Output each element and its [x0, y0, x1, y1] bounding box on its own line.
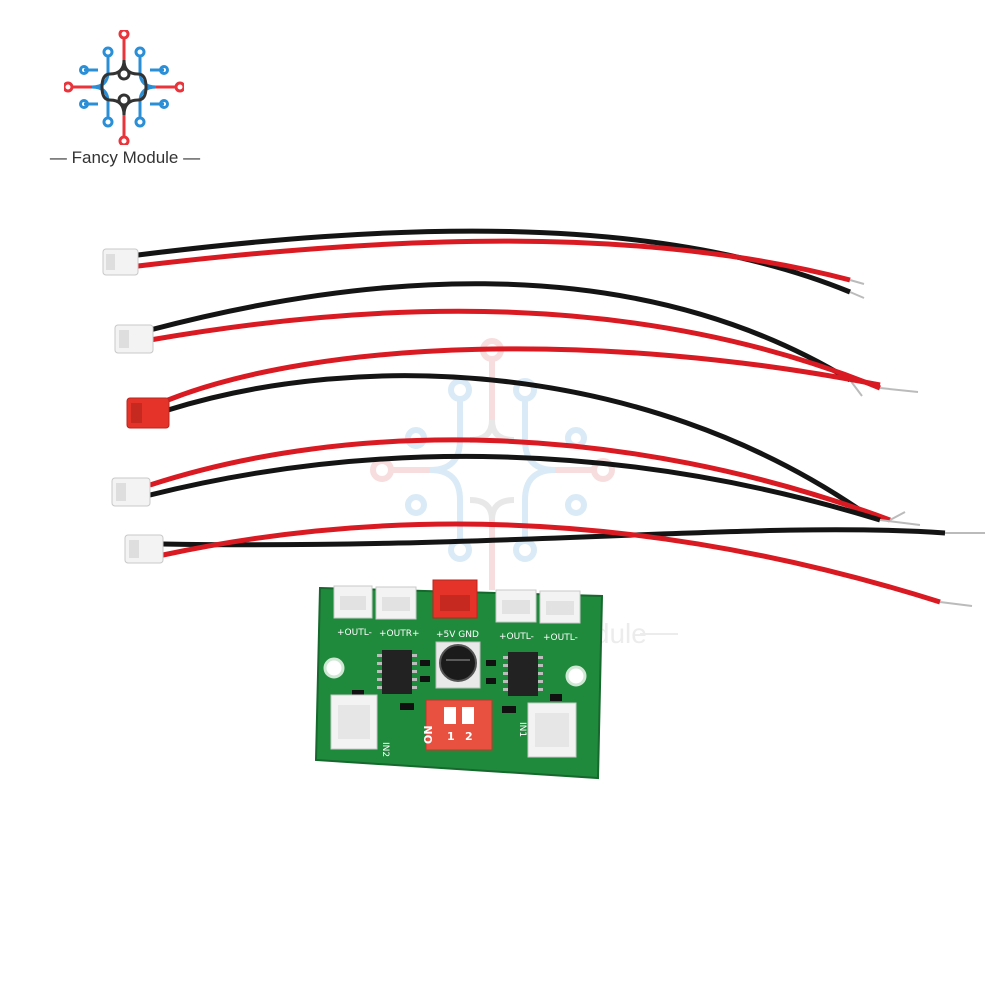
input-connector-1 — [527, 702, 577, 758]
dip-switch-position-1: 1 — [447, 730, 455, 743]
connector-label-5: +OUTL- — [543, 633, 578, 643]
dip-switch: ON 1 2 — [422, 699, 493, 751]
cable-2-connector — [114, 324, 154, 354]
dip-switch-position-2: 2 — [465, 730, 473, 743]
mounting-hole — [565, 665, 587, 687]
cable-2 — [114, 281, 919, 397]
cable-4-connector — [111, 477, 151, 507]
connector-label-4: +OUTL- — [499, 632, 534, 642]
output-connector-4 — [539, 590, 581, 624]
power-connector — [432, 579, 478, 619]
brand-logo-icon — [64, 30, 184, 145]
input-label-1: IN1 — [517, 722, 527, 737]
brand-name-text: Fancy Module — [71, 148, 179, 167]
connector-label-1: +OUTL- — [337, 628, 372, 638]
cable-4 — [111, 437, 921, 526]
input-label-2: IN2 — [380, 742, 390, 757]
connector-label-3: +5V GND — [436, 630, 479, 640]
smd-components — [352, 660, 562, 713]
cable-5 — [124, 521, 985, 607]
amplifier-chip-right — [503, 652, 543, 696]
output-connector-1 — [333, 585, 373, 619]
cable-3 — [126, 346, 881, 513]
amplifier-chip-left — [377, 650, 417, 694]
capacitor — [435, 641, 481, 689]
brand-name: — Fancy Module — — [49, 148, 201, 167]
cable-1-connector — [102, 248, 139, 276]
dip-switch-state: ON — [422, 725, 435, 744]
pcb-board: +OUTL- +OUTR+ +5V GND +OUTL- +OUTL- — [314, 579, 604, 780]
cable-1 — [102, 228, 865, 299]
mounting-hole — [323, 657, 345, 679]
cable-3-connector — [126, 397, 170, 429]
output-connector-2 — [375, 586, 417, 620]
output-connector-3 — [495, 589, 537, 623]
cable-5-connector — [124, 534, 164, 564]
connector-label-2: +OUTR+ — [379, 629, 420, 639]
input-connector-2 — [330, 694, 378, 750]
